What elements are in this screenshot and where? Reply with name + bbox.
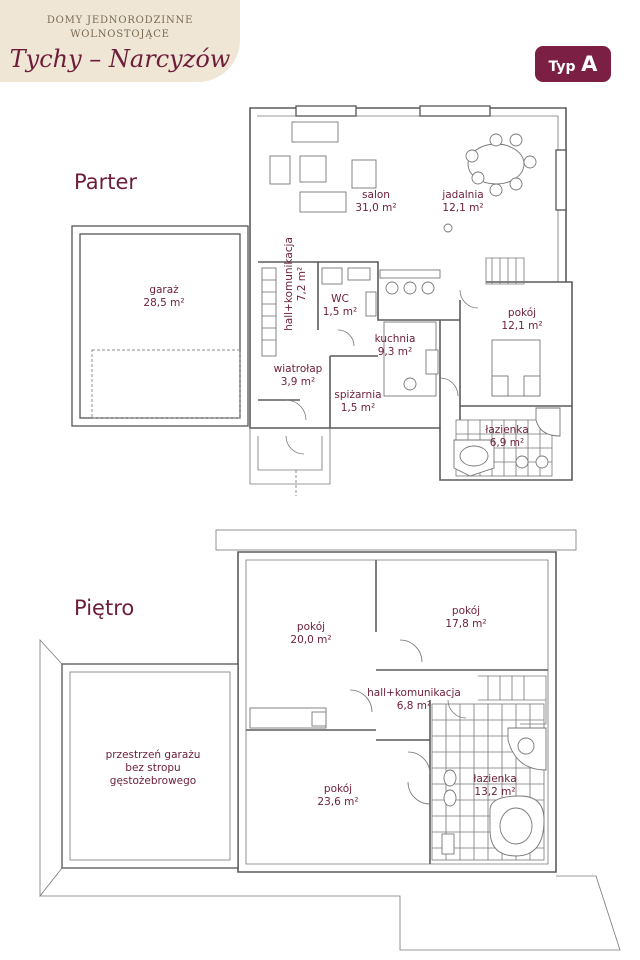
- roof-outline: [40, 875, 621, 951]
- room-labels: salon 31,0 m² jadalnia 12,1 m² garaż 28,…: [106, 189, 543, 808]
- bathroom-fixtures: [453, 407, 561, 477]
- label-pokoj3-upper-area: 23,6 m²: [317, 796, 358, 808]
- roof-overhang: [215, 529, 577, 551]
- label-hall-upper-area: 6,8 m²: [397, 700, 431, 712]
- level-title-ground: Parter: [74, 170, 138, 194]
- door: [337, 329, 355, 347]
- door: [439, 377, 459, 397]
- bathroom-upper-fixtures: [431, 703, 547, 861]
- label-lazienka-upper: łazienka: [473, 773, 516, 785]
- label-wc-area: 1,5 m²: [323, 306, 357, 318]
- label-jadalnia: jadalnia: [441, 189, 483, 201]
- label-kuchnia: kuchnia: [375, 333, 416, 345]
- label-pokoj1-upper-area: 20,0 m²: [290, 634, 331, 646]
- label-pokoj1-upper: pokój: [297, 621, 325, 633]
- label-garaz: garaż: [149, 284, 179, 296]
- label-wc: WC: [331, 293, 349, 305]
- door: [447, 699, 467, 719]
- door: [459, 289, 479, 309]
- entrance: [249, 399, 331, 496]
- wc-fixtures: [321, 267, 377, 317]
- level-title-upper: Piętro: [74, 596, 135, 620]
- label-lazienka-ground: łazienka: [485, 424, 528, 436]
- garage-door-swing: [91, 349, 241, 419]
- header-line-1: Domy Jednorodzinne: [46, 15, 194, 26]
- label-lazienka-ground-area: 6,9 m²: [490, 437, 524, 449]
- label-hall: hall+komunikacja: [283, 237, 295, 331]
- label-spizarnia-area: 1,5 m²: [341, 402, 375, 414]
- header-line-2: Wolnostojące: [70, 29, 170, 40]
- type-badge: Typ A: [535, 46, 611, 82]
- label-garage-space-3: gęstożebrowego: [110, 775, 196, 787]
- garage-inner: [79, 233, 241, 419]
- window: [419, 105, 491, 117]
- upper-inner-wall: [245, 559, 549, 865]
- window: [295, 105, 357, 117]
- label-pokoj-ground-area: 12,1 m²: [501, 320, 542, 332]
- garage-space-walls: [61, 663, 239, 869]
- garage-space-inner: [69, 671, 231, 861]
- door: [407, 751, 431, 775]
- door: [399, 639, 423, 663]
- project-title: Tychy – Narcyzów: [9, 45, 231, 73]
- label-pokoj2-upper-area: 17,8 m²: [445, 618, 486, 630]
- ground-floor-plan: [71, 105, 573, 496]
- chimney: [311, 711, 327, 727]
- bedroom-furniture: [491, 339, 541, 397]
- type-badge-letter: A: [581, 52, 598, 76]
- door: [407, 781, 431, 805]
- label-hall-area: 7,2 m²: [296, 267, 308, 301]
- window: [555, 149, 567, 211]
- label-salon-area: 31,0 m²: [355, 202, 396, 214]
- dining-table: [443, 133, 537, 233]
- label-garaz-area: 28,5 m²: [143, 297, 184, 309]
- label-garage-space-2: bez stropu: [125, 762, 180, 774]
- house-inner-wall: [257, 115, 559, 282]
- interior-wall: [318, 261, 460, 321]
- label-hall-upper: hall+komunikacja: [367, 687, 461, 699]
- label-pokoj-ground: pokój: [508, 307, 536, 319]
- type-badge-prefix: Typ: [548, 59, 576, 75]
- label-salon: salon: [362, 189, 390, 201]
- stairs-upper: [478, 675, 547, 725]
- label-wiatrolap-area: 3,9 m²: [281, 376, 315, 388]
- kitchen-furniture: [379, 269, 441, 397]
- stairs-ground: [261, 257, 525, 357]
- upper-floor-plan: [39, 529, 621, 951]
- label-jadalnia-area: 12,1 m²: [442, 202, 483, 214]
- label-lazienka-upper-area: 13,2 m²: [474, 786, 515, 798]
- door: [349, 689, 373, 713]
- label-spizarnia: spiżarnia: [334, 389, 381, 401]
- label-pokoj2-upper: pokój: [452, 605, 480, 617]
- label-pokoj3-upper: pokój: [324, 783, 352, 795]
- header-panel: Domy Jednorodzinne Wolnostojące Tychy – …: [0, 0, 240, 82]
- garage-roof-left: [39, 638, 63, 898]
- label-kuchnia-area: 9,3 m²: [378, 346, 412, 358]
- salon-furniture: [269, 121, 377, 213]
- label-garage-space-1: przestrzeń garażu: [106, 749, 201, 761]
- label-wiatrolap: wiatrołap: [274, 363, 323, 375]
